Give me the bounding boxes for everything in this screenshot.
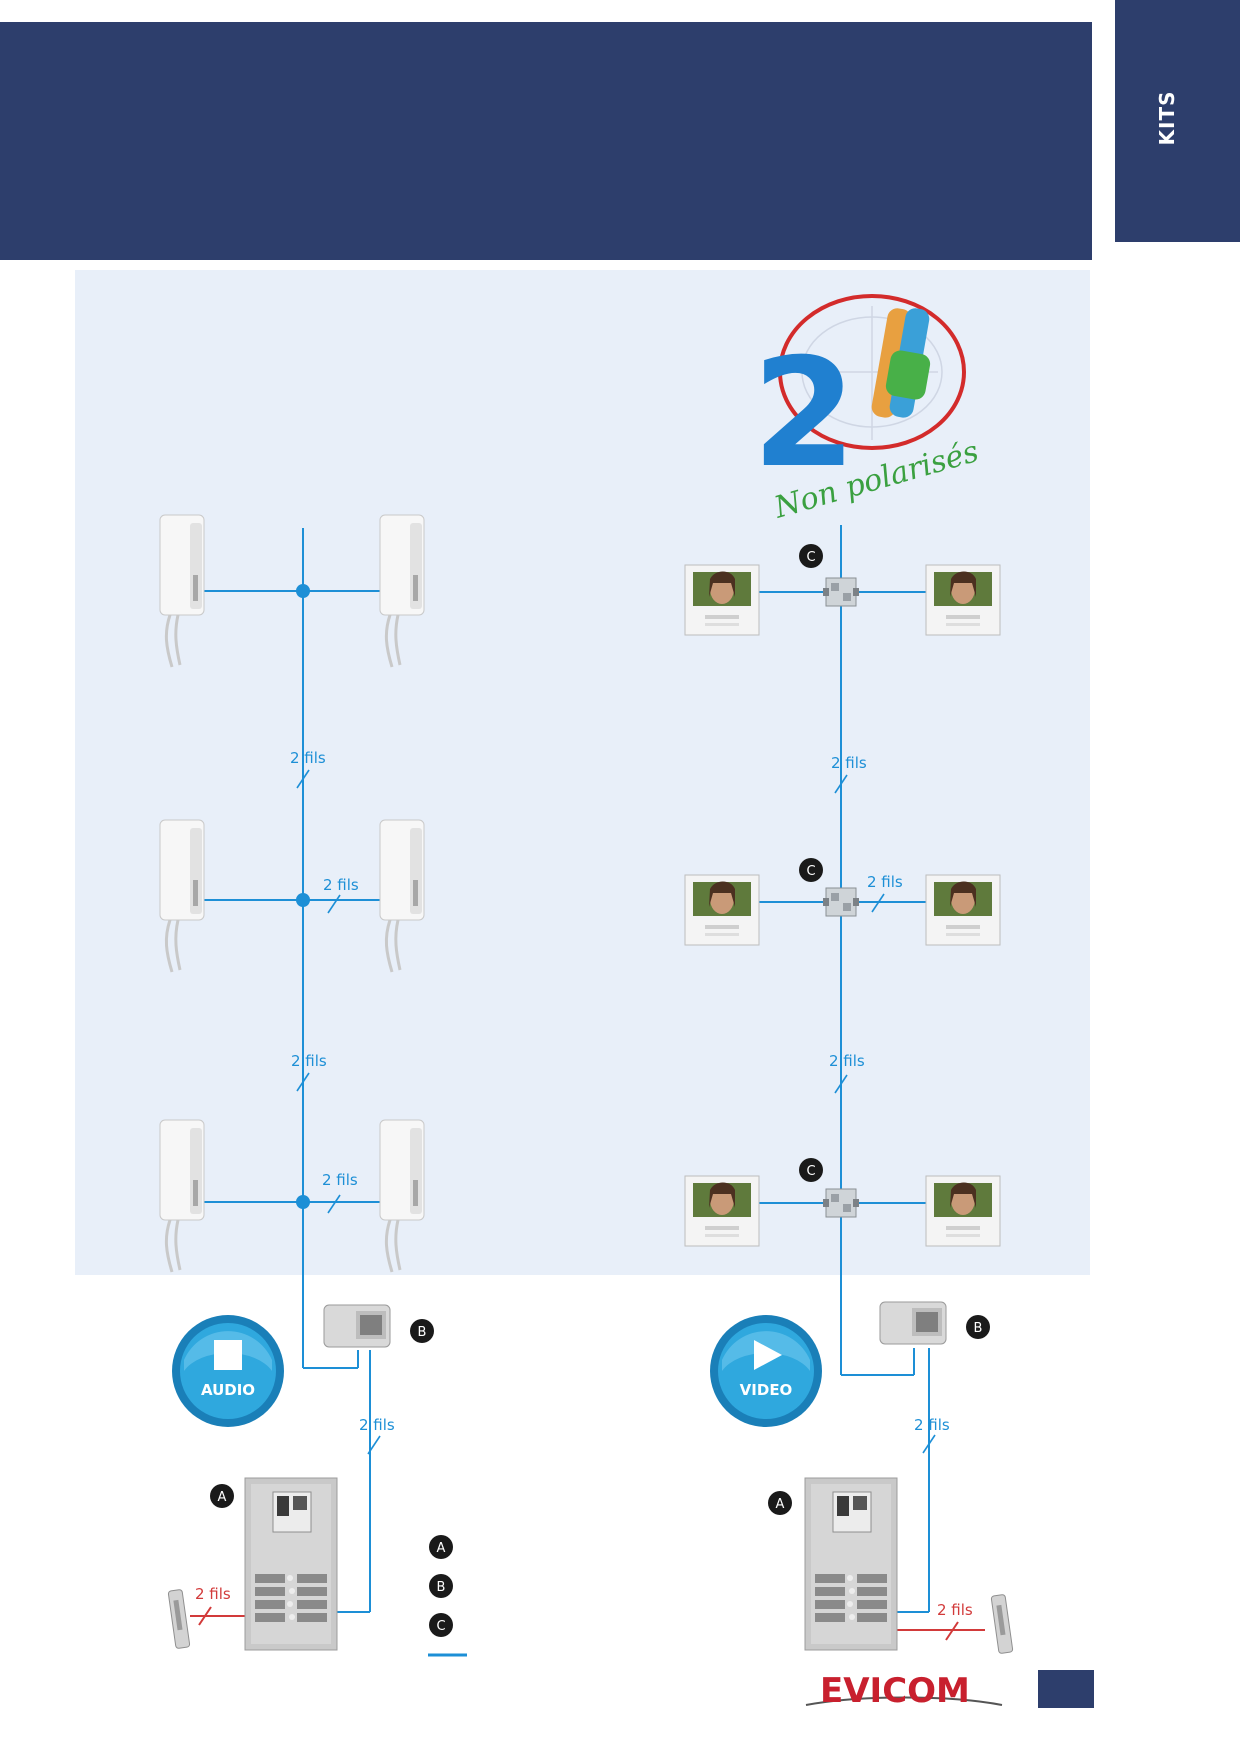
svg-text:C: C <box>806 1164 815 1179</box>
svg-text:B: B <box>437 1580 446 1595</box>
lock-wiring <box>190 1606 985 1641</box>
svg-text:B: B <box>974 1321 983 1336</box>
logo-digit: 2 <box>752 327 856 501</box>
svg-text:A: A <box>218 1490 227 1505</box>
video-monitor-3-left <box>684 1175 760 1247</box>
audio-handset-1-right <box>378 513 426 669</box>
video-button[interactable]: VIDEO <box>710 1315 822 1427</box>
marker-a-audio: A <box>210 1484 234 1508</box>
audio-wire-label-5: 2 fils <box>359 1416 395 1434</box>
video-monitor-1-left <box>684 564 760 636</box>
video-door-panel <box>804 1477 898 1651</box>
side-tab-kits[interactable] <box>1115 0 1240 242</box>
video-wire-label-4: 2 fils <box>914 1416 950 1434</box>
video-monitor-1-right <box>925 564 1001 636</box>
legend-marker-c: C <box>429 1613 453 1637</box>
marker-a-video: A <box>768 1491 792 1515</box>
audio-handset-3-left <box>158 1118 206 1274</box>
audio-handset-1-left <box>158 513 206 669</box>
audio-junctions <box>296 584 310 1209</box>
video-monitor-3-right <box>925 1175 1001 1247</box>
legend-marker-b: B <box>429 1574 453 1598</box>
svg-text:C: C <box>806 550 815 565</box>
video-lock-wire-label: 2 fils <box>937 1601 973 1619</box>
audio-wire-label-2: 2 fils <box>323 876 359 894</box>
audio-button[interactable]: AUDIO <box>172 1315 284 1427</box>
svg-text:C: C <box>436 1619 445 1634</box>
svg-text:C: C <box>806 864 815 879</box>
video-distributor-3 <box>822 1188 860 1218</box>
audio-wire-label-4: 2 fils <box>322 1171 358 1189</box>
video-monitor-2-right <box>925 874 1001 946</box>
video-wire-label-2: 2 fils <box>867 873 903 891</box>
audio-square-icon <box>214 1340 242 1370</box>
video-monitor-2-left <box>684 874 760 946</box>
audio-handset-3-right <box>378 1118 426 1274</box>
svg-text:A: A <box>776 1497 785 1512</box>
audio-wire-label-3: 2 fils <box>291 1052 327 1070</box>
legend-marker-a: A <box>429 1535 453 1559</box>
video-wire-label-1: 2 fils <box>831 754 867 772</box>
video-button-label: VIDEO <box>740 1381 793 1399</box>
audio-door-panel <box>244 1477 338 1651</box>
marker-b-video: B <box>966 1315 990 1339</box>
svg-text:B: B <box>418 1325 427 1340</box>
evicom-logo: EVICOM <box>805 1671 1003 1711</box>
header-band <box>0 22 1092 260</box>
audio-wiring <box>203 528 380 1613</box>
marker-c-1: C <box>799 544 823 568</box>
video-wire-ticks <box>834 774 936 1454</box>
video-power-supply <box>879 1301 947 1345</box>
audio-electric-lock <box>167 1588 191 1650</box>
marker-c-2: C <box>799 858 823 882</box>
audio-button-label: AUDIO <box>201 1381 255 1399</box>
two-wire-logo: 2 Non polarisés <box>752 294 982 526</box>
audio-wire-label-1: 2 fils <box>290 749 326 767</box>
play-icon <box>754 1340 782 1370</box>
video-electric-lock <box>990 1593 1014 1655</box>
marker-c-3: C <box>799 1158 823 1182</box>
audio-power-supply <box>323 1304 391 1348</box>
audio-handset-2-left <box>158 818 206 974</box>
audio-wire-ticks <box>296 769 381 1455</box>
marker-b-audio: B <box>410 1319 434 1343</box>
svg-text:A: A <box>437 1541 446 1556</box>
video-distributor-2 <box>822 887 860 917</box>
audio-handset-2-right <box>378 818 426 974</box>
page-number-box <box>1038 1670 1094 1708</box>
audio-lock-wire-label: 2 fils <box>195 1585 231 1603</box>
brand-name: EVICOM <box>820 1671 970 1711</box>
video-distributor-1 <box>822 577 860 607</box>
video-wire-label-3: 2 fils <box>829 1052 865 1070</box>
